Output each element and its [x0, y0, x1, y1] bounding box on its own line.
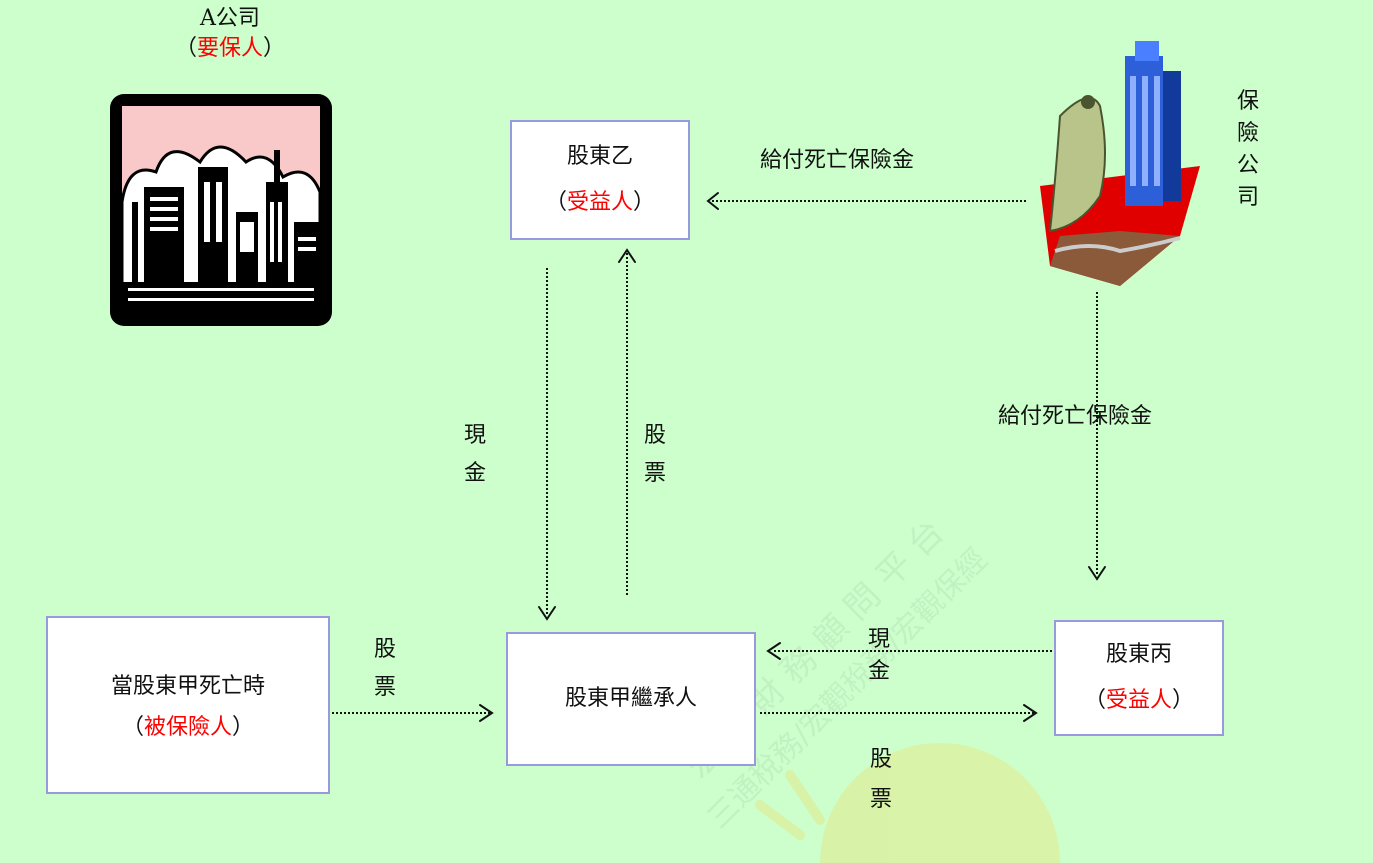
sun-logo-icon — [755, 743, 1060, 863]
insured-role-text: 被保險人 — [143, 715, 232, 740]
shareholder-b-name: 股東乙 — [566, 144, 633, 169]
insurance-company-icon — [1040, 41, 1200, 286]
stock-label: 票 — [869, 787, 892, 812]
policyholder-role: 要保人 — [196, 36, 263, 61]
cash-label: 金 — [463, 461, 486, 486]
cash-label: 現 — [463, 423, 486, 448]
company-name: A公司 — [200, 6, 260, 31]
beneficiary-role: 受益人 — [566, 190, 633, 215]
stock-label: 股 — [643, 423, 666, 448]
stock-label: 股 — [869, 747, 892, 772]
insurer-char: 險 — [1236, 121, 1259, 146]
shareholder-b-box: 股東乙 （受益人） — [510, 120, 690, 240]
cash-label: 現 — [867, 627, 890, 652]
insured-name: 當股東甲死亡時 — [110, 674, 265, 699]
company-label: A公司 （要保人） — [150, 4, 310, 64]
heir-box: 股東甲繼承人 — [506, 632, 756, 766]
stock-label: 票 — [643, 461, 666, 486]
pay-death-benefit-label: 給付死亡保險金 — [760, 148, 915, 173]
stock-label: 股 — [373, 637, 396, 662]
insurer-char: 公 — [1236, 153, 1259, 178]
insurer-char: 保 — [1236, 89, 1259, 114]
shareholder-c-role: （受益人） — [1083, 688, 1195, 713]
stock-label: 票 — [373, 675, 396, 700]
cash-label: 金 — [867, 659, 890, 684]
company-role: （要保人） — [174, 36, 286, 61]
shareholder-c-name: 股東丙 — [1105, 642, 1172, 667]
shareholder-c-box: 股東丙 （受益人） — [1054, 620, 1224, 736]
insured-role: （被保險人） — [121, 715, 255, 740]
heir-name: 股東甲繼承人 — [564, 686, 697, 711]
shareholder-b-role: （受益人） — [544, 190, 656, 215]
pay-death-benefit-label: 給付死亡保險金 — [998, 404, 1153, 429]
city-buildings-icon — [110, 94, 332, 326]
beneficiary-role: 受益人 — [1105, 688, 1172, 713]
insurer-char: 司 — [1236, 185, 1259, 210]
insured-box: 當股東甲死亡時 （被保險人） — [46, 616, 330, 794]
